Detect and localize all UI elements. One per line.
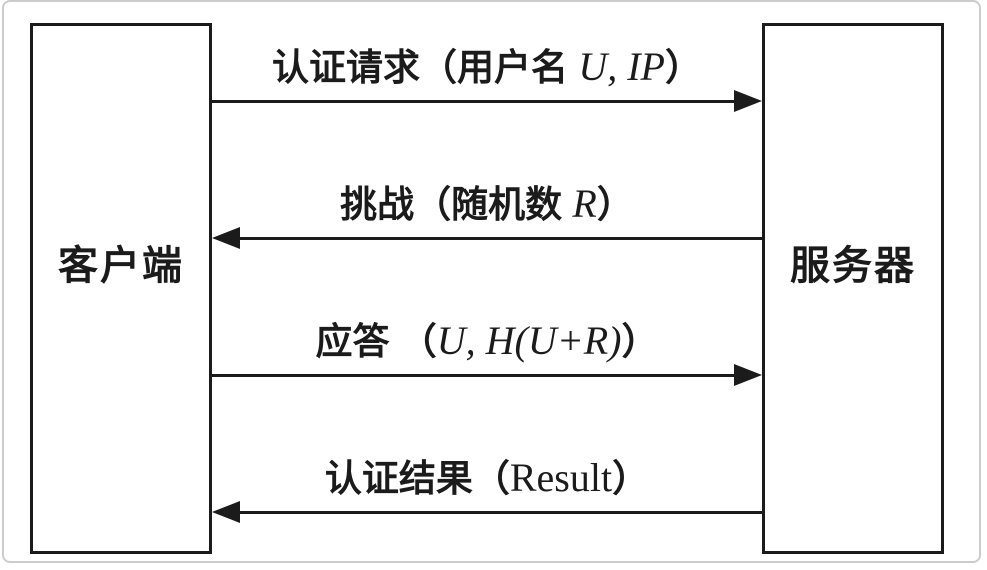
message-text: 认证请求（用户名 bbox=[272, 47, 579, 88]
server-box bbox=[762, 23, 944, 554]
server-label: 服务器 bbox=[790, 244, 916, 288]
client-label: 客户端 bbox=[58, 244, 184, 288]
message-text: 应答 （ bbox=[315, 321, 437, 362]
message-label-challenge: 挑战（随机数 R） bbox=[212, 181, 762, 226]
arrow-line-left bbox=[238, 511, 762, 514]
arrowhead-left-icon bbox=[212, 501, 240, 523]
frame-border bbox=[2, 0, 981, 563]
arrow-line-right bbox=[212, 374, 736, 377]
message-variables: U, H(U+R) bbox=[436, 318, 622, 363]
message-label-auth-request: 认证请求（用户名 U, IP） bbox=[212, 44, 762, 89]
message-text: ） bbox=[612, 458, 650, 499]
client-box bbox=[30, 23, 212, 554]
message-text: ） bbox=[664, 47, 702, 88]
arrowhead-left-icon bbox=[212, 227, 240, 249]
message-text: 挑战（随机数 bbox=[340, 184, 573, 225]
message-text: ） bbox=[621, 321, 659, 362]
arrow-line-left bbox=[238, 237, 762, 240]
arrowhead-right-icon bbox=[734, 90, 762, 112]
message-variables: Result bbox=[509, 455, 613, 500]
arrow-line-right bbox=[212, 100, 736, 103]
message-label-response: 应答 （U, H(U+R)） bbox=[212, 318, 762, 363]
message-variables: R bbox=[572, 181, 597, 226]
arrowhead-right-icon bbox=[734, 364, 762, 386]
message-text: 认证结果（ bbox=[324, 458, 510, 499]
message-variables: U, IP bbox=[578, 44, 665, 89]
message-label-auth-result: 认证结果（Result） bbox=[212, 455, 762, 500]
message-text: ） bbox=[596, 184, 634, 225]
